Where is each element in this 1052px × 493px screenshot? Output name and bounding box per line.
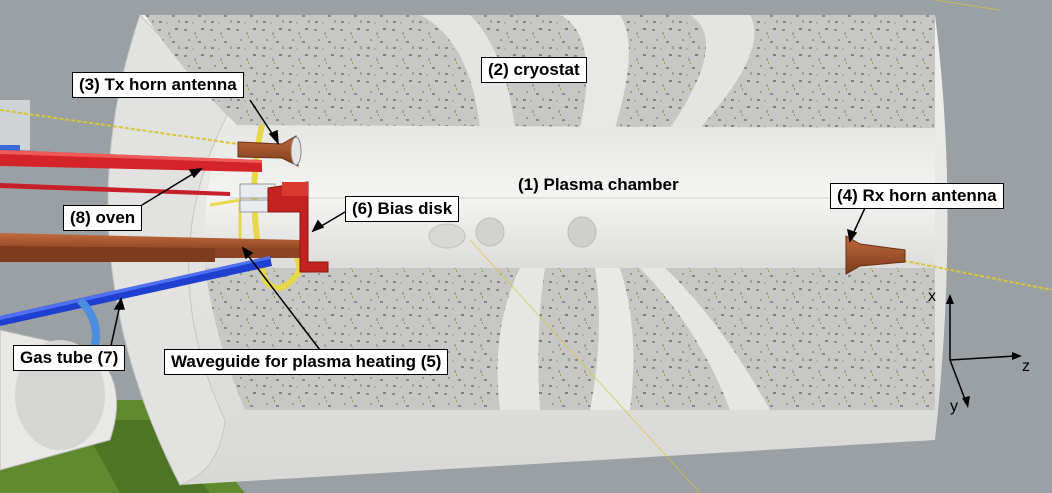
bias-disk-label: (6) Bias disk <box>345 196 460 222</box>
axis-z-label: z <box>1022 358 1030 375</box>
cryostat-lower <box>205 268 935 410</box>
waveguide-label: Waveguide for plasma heating (5) <box>164 349 449 375</box>
cryostat-label: (2) cryostat <box>481 57 587 83</box>
beam-line-left <box>0 109 281 151</box>
leader-lines <box>109 99 866 351</box>
bore-hole-2 <box>475 217 505 247</box>
beam-line-right <box>879 255 1052 291</box>
axis-y-label: y <box>950 398 958 415</box>
rx-horn-antenna <box>845 235 906 275</box>
lower-port-1 <box>497 268 545 410</box>
tx-horn-antenna-label: (3) Tx horn antenna <box>72 72 244 98</box>
upper-port-3 <box>670 15 755 128</box>
axis-x-label: x <box>928 288 936 305</box>
bias-disk <box>267 181 329 273</box>
lower-port-3 <box>640 268 770 410</box>
bore-hole-3 <box>567 216 597 248</box>
coordinate-axes <box>946 294 1022 408</box>
bore-hole-1 <box>428 223 466 249</box>
oven-label: (8) oven <box>63 205 143 231</box>
plasma-chamber-bore <box>204 125 935 268</box>
upper-port-1 <box>420 15 515 128</box>
plasma-chamber-label: (1) Plasma chamber <box>518 175 679 194</box>
tx-horn-antenna <box>237 135 299 167</box>
rx-horn-antenna-label: (4) Rx horn antenna <box>830 183 1004 209</box>
gas-tube-label: Gas tube (7) <box>13 345 126 371</box>
lower-port-2 <box>590 268 634 410</box>
left-vessel <box>0 100 30 150</box>
upper-port-2 <box>560 15 629 128</box>
